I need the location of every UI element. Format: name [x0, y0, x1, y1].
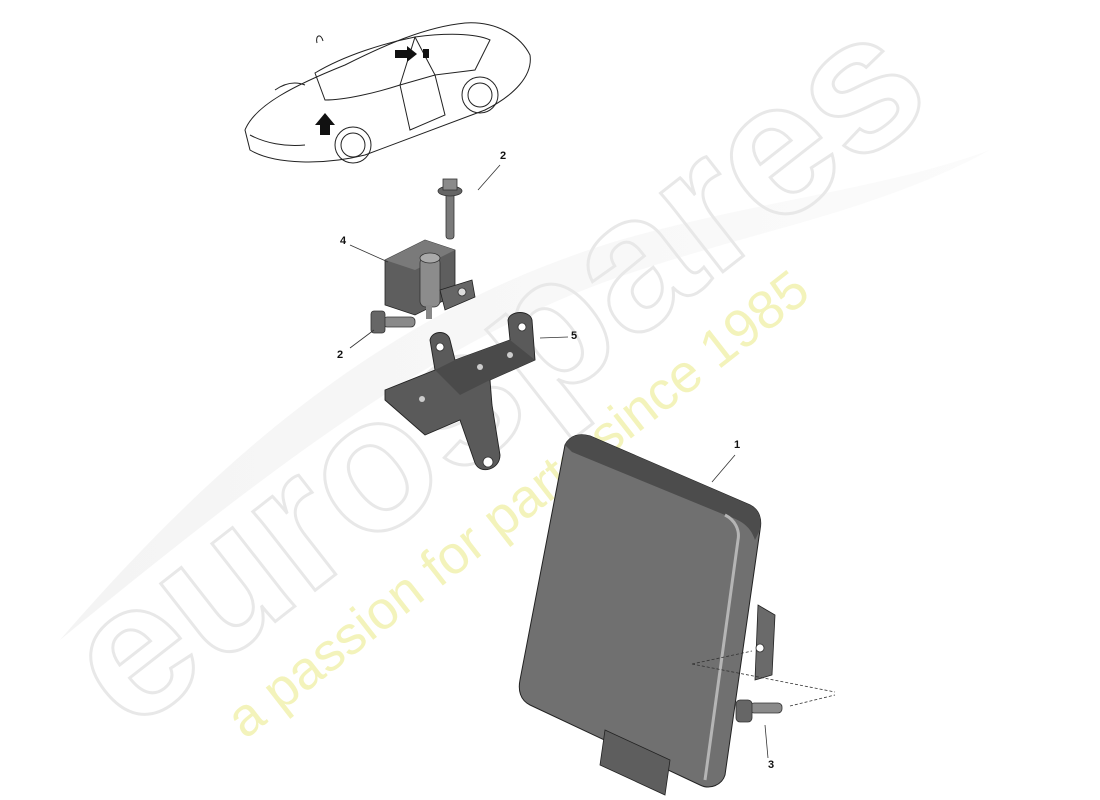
location-arrow-icon — [315, 113, 335, 135]
callout-2-lower[interactable]: 2 — [337, 349, 344, 361]
bracket — [384, 312, 536, 471]
callout-2-upper[interactable]: 2 — [500, 150, 507, 162]
module-bolt — [735, 699, 783, 723]
bolt-upper — [437, 178, 463, 240]
location-arrow-icon — [395, 46, 417, 62]
bolt-lower — [370, 310, 416, 334]
callout-1[interactable]: 1 — [734, 439, 741, 451]
control-module — [518, 434, 776, 796]
callout-5[interactable]: 5 — [571, 330, 578, 342]
sensor — [384, 239, 476, 319]
car-overview — [244, 22, 531, 164]
callout-4[interactable]: 4 — [340, 235, 347, 247]
callout-3[interactable]: 3 — [768, 759, 775, 771]
